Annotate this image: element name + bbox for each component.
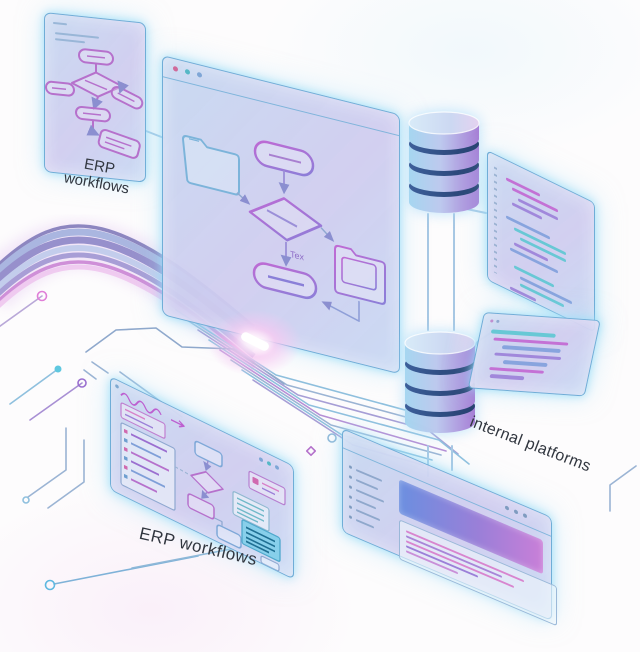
sidebar-list	[120, 422, 176, 511]
code-line	[490, 329, 557, 338]
workflow-canvas: Tex	[182, 135, 386, 322]
window-dots	[259, 457, 279, 470]
sidebar-row	[349, 504, 391, 526]
erp-flowchart-card	[44, 12, 146, 183]
sidebar-row	[349, 464, 391, 486]
sidebar-row	[349, 494, 391, 516]
code-line	[489, 373, 525, 380]
trace-node-ring	[22, 496, 30, 504]
code-line	[501, 345, 561, 353]
erp-window-content	[115, 384, 286, 572]
mini-header-box	[120, 402, 166, 439]
window-sidebar	[349, 458, 391, 543]
database-stack-top	[402, 106, 486, 227]
trace-node-purple	[77, 378, 87, 388]
badge-icon	[252, 476, 259, 486]
panel-dot	[496, 319, 500, 323]
window-dot	[523, 512, 527, 519]
bullet-dot	[349, 474, 352, 480]
window-dot-pink	[173, 65, 178, 72]
bullet-dot	[349, 514, 352, 520]
bullet-dot	[349, 484, 352, 490]
card-text-line	[55, 38, 85, 44]
flow-node-rect	[216, 524, 242, 549]
sidebar-line	[356, 498, 376, 509]
flow-node-rect	[187, 493, 215, 520]
trace-node-diamond	[305, 445, 317, 457]
sidebar-rows	[124, 428, 169, 493]
code-lines	[481, 325, 589, 387]
flow-node-document	[97, 128, 141, 159]
panel-dot	[489, 319, 494, 323]
sidebar-row	[349, 474, 391, 496]
panel-dot	[115, 384, 119, 389]
folder-icon	[182, 135, 240, 196]
sidebar-line	[356, 478, 378, 490]
card-text-line	[53, 21, 67, 26]
code-line	[494, 351, 562, 361]
document-box	[232, 491, 270, 532]
sidebar-row	[349, 514, 391, 536]
window-dot	[514, 509, 518, 515]
database-stack-bottom	[398, 326, 482, 447]
code-panel-lower	[467, 312, 601, 397]
panel-title-squiggle	[120, 392, 185, 428]
main-browser-window: Tex	[162, 55, 400, 375]
database-disks	[408, 111, 480, 213]
code-line	[502, 360, 548, 367]
trace-node-pink	[36, 290, 48, 302]
bullet-dot	[349, 494, 352, 500]
bullet-dot	[349, 504, 352, 510]
document-folder-icon	[334, 244, 386, 305]
trace-node-ring	[327, 433, 337, 443]
window-dot	[505, 505, 509, 511]
erp-window	[110, 376, 294, 580]
database-disks	[404, 331, 476, 433]
trace-node-ring	[44, 579, 56, 591]
mini-button	[260, 555, 280, 572]
card-text-line	[55, 32, 99, 39]
window-dot-teal	[185, 68, 190, 75]
window-dot-blue	[197, 71, 202, 78]
flow-node-diamond	[190, 470, 224, 494]
branch-label: Tex	[290, 249, 304, 262]
bullet-dot	[349, 464, 352, 470]
mini-flowchart	[45, 48, 144, 159]
sidebar-line	[356, 518, 374, 529]
flow-node-rect	[194, 440, 223, 468]
badge-box	[248, 470, 286, 506]
code-line	[489, 366, 545, 374]
sidebar-row	[349, 484, 391, 506]
trace-node-teal	[54, 365, 62, 373]
